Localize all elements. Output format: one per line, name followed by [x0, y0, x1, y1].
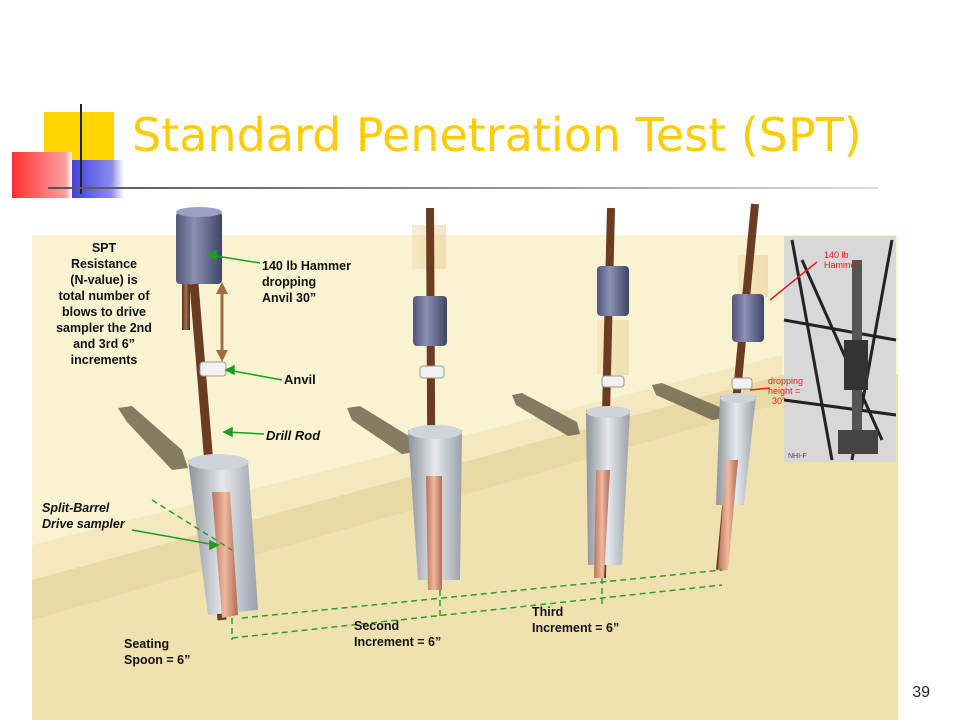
- spt-resistance-label: SPT Resistance (N-value) is total number…: [56, 241, 152, 367]
- corner-red-square: [12, 152, 72, 198]
- rig-3: [586, 207, 630, 579]
- photo-credit: NHI-F: [788, 453, 807, 460]
- shadows: [118, 383, 724, 470]
- spt-resistance-line-2: Resistance: [71, 257, 137, 271]
- second-label-line-2: Increment = 6”: [354, 635, 441, 649]
- second-label-line-1: Second: [354, 619, 399, 633]
- spt-resistance-line-5: blows to drive: [62, 305, 146, 319]
- seating-label-line-2: Spoon = 6”: [124, 653, 190, 667]
- hammer-label-line-3: Anvil 30”: [262, 291, 316, 305]
- increment-lines: [151, 499, 723, 640]
- third-increment-label: Third Increment = 6”: [532, 605, 619, 635]
- photo-drop-label-1: dropping: [768, 376, 803, 386]
- spt-resistance-line-3: (N-value) is: [70, 273, 137, 287]
- spt-resistance-line-8: increments: [71, 353, 138, 367]
- spt-resistance-line-1: SPT: [92, 241, 117, 255]
- spt-resistance-line-4: total number of: [59, 289, 151, 303]
- hammer-label-line-2: dropping: [262, 275, 316, 289]
- sampler-label: Split-Barrel Drive sampler: [42, 501, 126, 531]
- rig-1: [176, 207, 258, 621]
- hammer-label-line-1: 140 lb Hammer: [262, 259, 351, 273]
- seating-label: Seating Spoon = 6”: [124, 637, 190, 667]
- slide-title: Standard Penetration Test (SPT): [132, 108, 862, 162]
- corner-vertical-line: [80, 104, 82, 194]
- seating-label-line-1: Seating: [124, 637, 169, 651]
- photo-drop-label-3: 30”: [772, 396, 785, 406]
- photo-drop-label-2: height =: [768, 386, 800, 396]
- hammer-label: 140 lb Hammer dropping Anvil 30”: [262, 259, 351, 305]
- page-number: 39: [912, 684, 930, 701]
- second-increment-label: Second Increment = 6”: [354, 619, 441, 649]
- third-label-line-1: Third: [532, 605, 563, 619]
- rig-4: [716, 203, 768, 571]
- spt-diagram: 140 lb Hammer dropping height = 30” NHI-…: [32, 203, 898, 720]
- anvil-label: Anvil: [284, 372, 316, 387]
- sampler-label-line-2: Drive sampler: [42, 517, 126, 531]
- leader-lines: [131, 249, 283, 551]
- ground-surface: [32, 375, 898, 720]
- spt-resistance-line-7: and 3rd 6”: [73, 337, 135, 351]
- sampler-label-line-1: Split-Barrel: [42, 501, 110, 515]
- rig-photo: 140 lb Hammer dropping height = 30” NHI-…: [749, 236, 897, 462]
- drill-rod-label: Drill Rod: [266, 428, 321, 443]
- rig-2: [408, 207, 462, 591]
- spt-resistance-line-6: sampler the 2nd: [56, 321, 152, 335]
- title-rule: [48, 187, 878, 189]
- third-label-line-2: Increment = 6”: [532, 621, 619, 635]
- photo-hammer-label-2: Hammer: [824, 260, 859, 270]
- photo-hammer-label-1: 140 lb: [824, 250, 849, 260]
